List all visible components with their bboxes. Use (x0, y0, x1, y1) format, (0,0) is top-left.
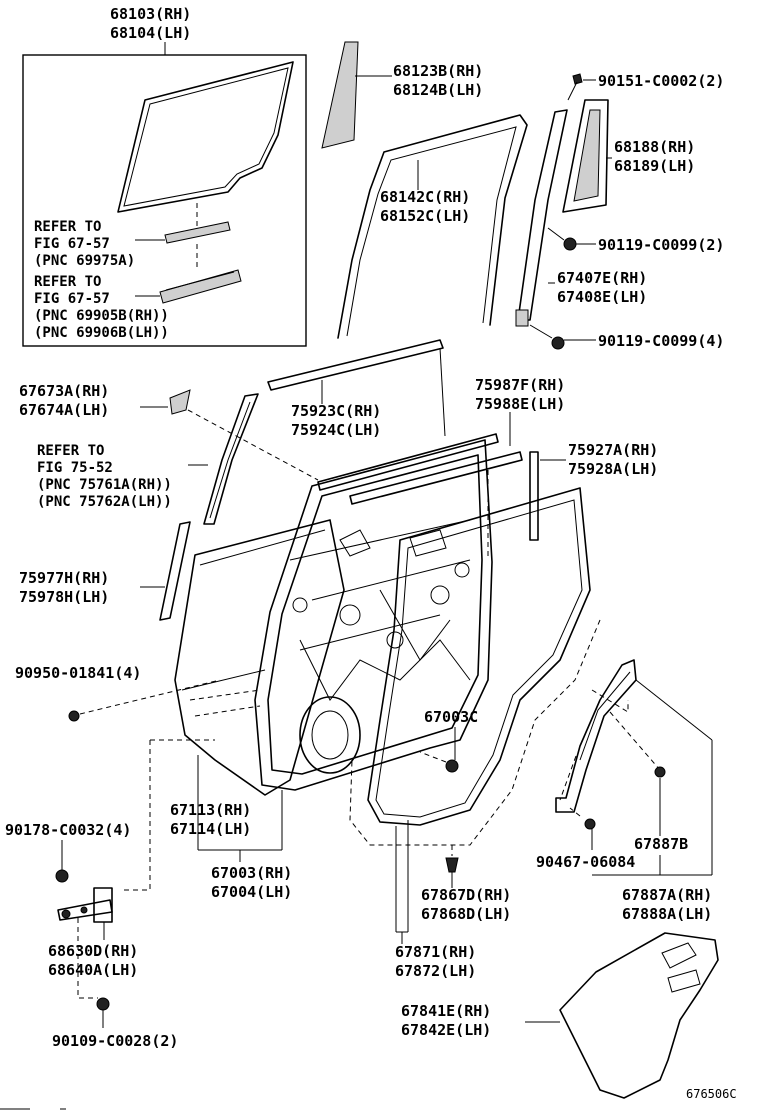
inner-belt-weatherstrip (317, 433, 523, 505)
door-hinge (57, 887, 113, 923)
label-moulding-75977-rh[interactable]: 75977H(RH) (19, 569, 109, 587)
ref2-line3: (PNC 69905B(RH)) (34, 308, 169, 324)
ref1-line3: (PNC 69975A) (34, 253, 135, 269)
label-moulding-75977-lh[interactable]: 75978H(LH) (19, 588, 109, 606)
label-door-67003-lh[interactable]: 67004(LH) (211, 883, 292, 901)
label-weatherstrip-67871-rh[interactable]: 67871(RH) (395, 943, 476, 961)
glass-run-channel (337, 114, 528, 339)
ref1-line2: FIG 67-57 (34, 236, 110, 252)
inner-door-frame (254, 439, 493, 791)
label-seal-67887a-rh[interactable]: 67887A(RH) (622, 886, 712, 904)
bolt-90119-lower (529, 324, 565, 350)
label-division-bar-lh[interactable]: 67408E(LH) (557, 288, 647, 306)
clip-90950 (68, 710, 80, 722)
label-moulding-75927-lh[interactable]: 75928A(LH) (568, 460, 658, 478)
outer-weatherstrip (267, 339, 446, 437)
label-hinge-lh[interactable]: 68640A(LH) (48, 961, 138, 979)
door-frame-moulding (159, 521, 191, 621)
label-glass-rh[interactable]: 68103(RH) (110, 5, 191, 23)
screw-90151 (567, 73, 583, 101)
label-seal-67887a-lh[interactable]: 67888A(LH) (622, 905, 712, 923)
clip-67887b (654, 766, 666, 778)
ref1-line1: REFER TO (34, 219, 101, 235)
label-panel-67113-rh[interactable]: 67113(RH) (170, 801, 251, 819)
label-glass-run-lh[interactable]: 68152C(LH) (380, 207, 470, 225)
label-clip-90467[interactable]: 90467-06084 (536, 853, 635, 871)
label-weatherstrip-75923-lh[interactable]: 75924C(LH) (291, 421, 381, 439)
ref3-line1: REFER TO (37, 443, 104, 459)
quarter-glass (321, 41, 359, 149)
label-seal-67867-rh[interactable]: 67867D(RH) (421, 886, 511, 904)
label-moulding-75927-rh[interactable]: 75927A(RH) (568, 441, 658, 459)
label-cover-67673-lh[interactable]: 67674A(LH) (19, 401, 109, 419)
label-weatherstrip-75923-rh[interactable]: 75923C(RH) (291, 402, 381, 420)
ref3-line3: (PNC 75761A(RH)) (37, 477, 172, 493)
rear-seal-67887 (555, 659, 637, 813)
label-seal-67887b[interactable]: 67887B (634, 835, 688, 853)
label-cover-67673-rh[interactable]: 67673A(RH) (19, 382, 109, 400)
outer-door-panel (174, 519, 345, 796)
quarter-moulding (529, 451, 539, 541)
hole-plug (445, 759, 459, 773)
glass-channel-lower (135, 269, 242, 304)
label-bolt-90119-b[interactable]: 90119-C0099(4) (598, 332, 724, 350)
corner-cover (169, 389, 191, 415)
bolt-90109 (96, 997, 110, 1011)
door-opening-weatherstrip (367, 487, 591, 826)
seal-clip-67867 (445, 857, 459, 873)
label-door-67003-rh[interactable]: 67003(RH) (211, 864, 292, 882)
label-panel-67113-lh[interactable]: 67114(LH) (170, 820, 251, 838)
label-quarter-window-rh[interactable]: 68188(RH) (614, 138, 695, 156)
pillar-garnish (203, 393, 259, 525)
glass-channel-upper (135, 221, 231, 244)
label-bolt-90119-a[interactable]: 90119-C0099(2) (598, 236, 724, 254)
label-cover-67841-rh[interactable]: 67841E(RH) (401, 1002, 491, 1020)
clip-90467-part (569, 807, 596, 830)
ref2-line4: (PNC 69906B(LH)) (34, 325, 169, 341)
label-clip-90950[interactable]: 90950-01841(4) (15, 664, 141, 682)
label-belt-75987-rh[interactable]: 75987F(RH) (475, 376, 565, 394)
label-quarter-glass-lh[interactable]: 68124B(LH) (393, 81, 483, 99)
label-hinge-rh[interactable]: 68630D(RH) (48, 942, 138, 960)
label-glass-lh[interactable]: 68104(LH) (110, 24, 191, 42)
label-bolt-90178[interactable]: 90178-C0032(4) (5, 821, 131, 839)
label-screw-90151[interactable]: 90151-C0002(2) (598, 72, 724, 90)
label-plug-67003c[interactable]: 67003C (424, 708, 478, 726)
bolt-90178 (55, 869, 69, 883)
door-glass (117, 61, 294, 213)
label-seal-67867-lh[interactable]: 67868D(LH) (421, 905, 511, 923)
label-weatherstrip-67871-lh[interactable]: 67872(LH) (395, 962, 476, 980)
ref3-line4: (PNC 75762A(LH)) (37, 494, 172, 510)
service-hole-cover (559, 932, 719, 1099)
division-bar (515, 109, 568, 327)
label-division-bar-rh[interactable]: 67407E(RH) (557, 269, 647, 287)
label-quarter-window-lh[interactable]: 68189(LH) (614, 157, 695, 175)
label-cover-67841-lh[interactable]: 67842E(LH) (401, 1021, 491, 1039)
label-glass-run-rh[interactable]: 68142C(RH) (380, 188, 470, 206)
label-quarter-glass-rh[interactable]: 68123B(RH) (393, 62, 483, 80)
bolt-90119-upper (547, 227, 577, 251)
catalog-code: 676506C (686, 1087, 737, 1101)
ref2-line2: FIG 67-57 (34, 291, 110, 307)
quarter-window (562, 99, 609, 213)
ref3-line2: FIG 75-52 (37, 460, 113, 476)
label-bolt-90109[interactable]: 90109-C0028(2) (52, 1032, 178, 1050)
label-belt-75987-lh[interactable]: 75988E(LH) (475, 395, 565, 413)
ref2-line1: REFER TO (34, 274, 101, 290)
